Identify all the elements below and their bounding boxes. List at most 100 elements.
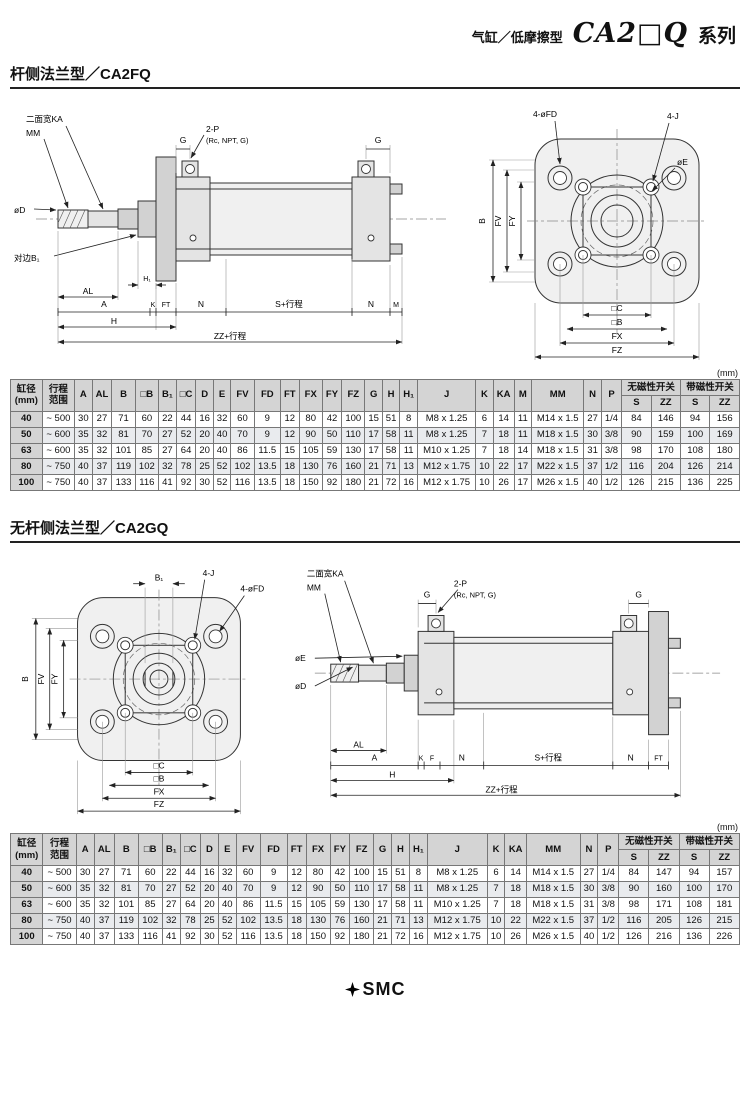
dim-cell: 17 <box>513 458 533 476</box>
dim-cell: 50 <box>329 880 351 898</box>
column-header: M <box>513 379 533 412</box>
dim-cell: 150 <box>305 928 331 946</box>
dim-label-fx: FX <box>612 331 623 341</box>
dim-cell: 44 <box>179 864 201 882</box>
bore-cell: 40 <box>9 864 44 882</box>
dim-cell: 1/4 <box>597 864 620 882</box>
category-label: 气缸／低摩擦型 <box>471 30 563 45</box>
column-header: 行程 范围 <box>42 833 77 866</box>
dim-label-g: G <box>635 590 642 600</box>
dim-cell: 180 <box>349 928 375 946</box>
dim-label-h1: H₁ <box>143 276 151 283</box>
column-header: P <box>600 379 623 412</box>
dim-cell: M18 x 1.5 <box>525 880 581 898</box>
dim-cell: 7 <box>475 442 494 460</box>
column-header: K <box>475 379 494 412</box>
dim-cell: 100 <box>349 864 375 882</box>
column-header: AL <box>91 379 113 412</box>
column-header: 带磁性开关 <box>678 833 740 850</box>
dim-cell: 170 <box>650 442 681 460</box>
bore-cell: 80 <box>10 458 43 476</box>
dim-cell: ~ 750 <box>42 928 77 946</box>
dim-cell: 21 <box>373 912 392 930</box>
dim-cell: 12 <box>279 426 300 444</box>
dim-cell: 160 <box>648 880 680 898</box>
dim-cell: 18 <box>286 912 307 930</box>
dim-cell: 119 <box>113 912 139 930</box>
dim-cell: 27 <box>158 426 177 444</box>
rod-cover <box>175 176 211 262</box>
dim-cell: 130 <box>349 896 375 914</box>
bore-cell: 63 <box>10 442 43 460</box>
dim-cell: 94 <box>679 410 711 428</box>
dim-cell: 60 <box>134 410 160 428</box>
dim-cell: 94 <box>678 864 710 882</box>
dim-cell: 52 <box>217 912 237 930</box>
dim-cell: ~ 750 <box>42 912 77 930</box>
dim-cell: 13 <box>408 912 428 930</box>
dim-cell: 22 <box>161 864 181 882</box>
dim-cell: 18 <box>492 426 515 444</box>
column-header: D <box>195 379 214 412</box>
dim-cell: 214 <box>709 458 740 476</box>
port-note-sub: (Rc, NPT, G) <box>206 136 249 145</box>
column-subheader: S <box>678 849 710 866</box>
dim-cell: 3/8 <box>597 896 620 914</box>
column-header: FV <box>230 379 255 412</box>
cushion-screw <box>435 688 443 696</box>
drawings-ca2gq: B₁ 4-J 4-øFD B FV FY <box>10 547 740 820</box>
series-suffix-label: 系列 <box>697 26 736 47</box>
dim-label-m: M <box>393 302 399 309</box>
dim-cell: ~ 600 <box>41 442 76 460</box>
dim-cell: 101 <box>113 896 139 914</box>
dim-cell: 20 <box>195 442 214 460</box>
dim-cell: 11 <box>513 426 533 444</box>
dim-cell: 92 <box>321 474 343 492</box>
dim-cell: 100 <box>678 880 710 898</box>
smc-logo-text: SMC <box>362 979 406 1000</box>
dim-cell: 37 <box>583 458 602 476</box>
column-header: 无磁性开关 <box>618 833 680 850</box>
dim-cell: M18 x 1.5 <box>531 442 585 460</box>
dim-cell: 40 <box>217 896 237 914</box>
column-header: MM <box>531 379 585 412</box>
dim-cell: M10 x 1.25 <box>426 896 488 914</box>
column-header: □C <box>175 379 197 412</box>
column-header: K <box>486 833 506 866</box>
dim-cell: 119 <box>111 458 136 476</box>
dim-label-fv: FV <box>36 673 46 684</box>
dim-cell: 35 <box>74 442 93 460</box>
dim-cell: 110 <box>341 426 366 444</box>
series-title: CA2□Q <box>572 18 688 49</box>
cushion-screw <box>626 688 634 696</box>
head-side-port <box>620 615 638 633</box>
dim-cell: 11.5 <box>259 896 288 914</box>
dim-cell: 3/8 <box>600 442 623 460</box>
dim-cell: ~ 600 <box>42 880 77 898</box>
column-header: N <box>579 833 599 866</box>
column-subheader: S <box>618 849 650 866</box>
dim-cell: 52 <box>175 426 197 444</box>
dim-cell: 90 <box>298 426 323 444</box>
dim-cell: 3/8 <box>597 880 620 898</box>
dim-cell: 60 <box>137 864 163 882</box>
dim-cell: M8 x 1.25 <box>426 880 488 898</box>
column-header: 缸径 (mm) <box>10 379 43 412</box>
column-subheader: S <box>621 394 652 412</box>
dim-cell: 76 <box>321 458 343 476</box>
dim-cell: 52 <box>212 474 232 492</box>
dim-cell: 108 <box>679 442 711 460</box>
dim-cell: 81 <box>113 880 139 898</box>
dim-cell: 102 <box>137 912 163 930</box>
dim-cell: 22 <box>158 410 177 428</box>
dim-cell: 216 <box>648 928 680 946</box>
dim-cell: 92 <box>175 474 197 492</box>
dim-label-c-square: □C <box>611 303 622 313</box>
dim-cell: M12 x 1.75 <box>416 474 477 492</box>
dim-cell: 13 <box>399 458 418 476</box>
dim-cell: 52 <box>217 928 237 946</box>
